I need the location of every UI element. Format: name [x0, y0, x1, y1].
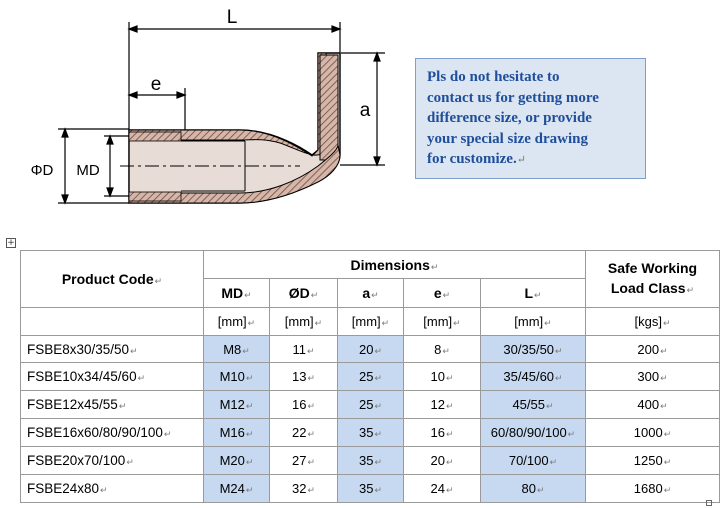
- table-body: FSBE8x30/35/50↵M8↵11↵20↵8↵30/35/50↵200↵F…: [20, 335, 720, 503]
- cell-od: 32↵: [269, 474, 338, 503]
- cell-od: 22↵: [269, 418, 338, 447]
- header-od: ØD↵: [269, 278, 338, 308]
- cell-od: 11↵: [269, 335, 338, 363]
- header-md: MD↵: [203, 278, 270, 308]
- label-a: a: [360, 100, 371, 121]
- note-box: Pls do not hesitate to contact us for ge…: [415, 58, 646, 179]
- cell-product-code: FSBE8x30/35/50↵: [20, 335, 204, 363]
- note-line: your special size drawing: [427, 130, 588, 147]
- table-row: FSBE10x34/45/60↵M10↵13↵25↵10↵35/45/60↵30…: [20, 362, 720, 391]
- cell-product-code: FSBE20x70/100↵: [20, 446, 204, 475]
- table-row: FSBE24x80↵M24↵32↵35↵24↵80↵1680↵: [20, 474, 720, 503]
- cell-l: 60/80/90/100↵: [480, 418, 586, 447]
- cell-load: 400↵: [585, 390, 720, 419]
- cell-md: M8↵: [203, 335, 270, 363]
- cell-a: 35↵: [337, 418, 404, 447]
- note-line: for customize.↵: [427, 151, 526, 167]
- dimension-od: [58, 127, 129, 205]
- cell-e: 16↵: [403, 418, 481, 447]
- label-od: ΦD: [31, 162, 54, 179]
- paragraph-mark: ↵: [516, 154, 526, 166]
- label-e: e: [151, 74, 162, 95]
- table-row: FSBE16x60/80/90/100↵M16↵22↵35↵16↵60/80/9…: [20, 418, 720, 447]
- cell-od: 16↵: [269, 390, 338, 419]
- table-row: FSBE8x30/35/50↵M8↵11↵20↵8↵30/35/50↵200↵: [20, 335, 720, 363]
- cell-e: 10↵: [403, 362, 481, 391]
- cell-e: 8↵: [403, 335, 481, 363]
- cell-e: 12↵: [403, 390, 481, 419]
- unit-spacer: [20, 307, 204, 336]
- cell-md: M10↵: [203, 362, 270, 391]
- cell-l: 80↵: [480, 474, 586, 503]
- unit-load: [kgs]↵: [585, 307, 720, 336]
- cell-md: M24↵: [203, 474, 270, 503]
- cell-md: M12↵: [203, 390, 270, 419]
- cell-l: 30/35/50↵: [480, 335, 586, 363]
- cell-md: M20↵: [203, 446, 270, 475]
- label-l: L: [227, 7, 238, 28]
- header-dimensions: Dimensions↵: [203, 250, 586, 279]
- note-line: Pls do not hesitate to: [427, 69, 560, 85]
- table-resize-handle[interactable]: [706, 500, 712, 506]
- cell-od: 27↵: [269, 446, 338, 475]
- table-row: FSBE20x70/100↵M20↵27↵35↵20↵70/100↵1250↵: [20, 446, 720, 475]
- unit-od: [mm]↵: [269, 307, 338, 336]
- header-product-code: Product Code↵: [20, 250, 204, 308]
- cell-load: 1250↵: [585, 446, 720, 475]
- cell-product-code: FSBE12x45/55↵: [20, 390, 204, 419]
- header-a: a↵: [337, 278, 404, 308]
- cell-product-code: FSBE24x80↵: [20, 474, 204, 503]
- cell-load: 1680↵: [585, 474, 720, 503]
- note-line: contact us for getting more: [427, 89, 599, 106]
- unit-e: [mm]↵: [403, 307, 481, 336]
- cell-a: 25↵: [337, 362, 404, 391]
- dimension-e: [127, 88, 187, 130]
- note-line: difference size, or provide: [427, 110, 592, 126]
- cell-e: 20↵: [403, 446, 481, 475]
- dimension-md: [104, 134, 129, 198]
- cell-load: 1000↵: [585, 418, 720, 447]
- cell-a: 35↵: [337, 446, 404, 475]
- cell-a: 35↵: [337, 474, 404, 503]
- header-e: e↵: [403, 278, 481, 308]
- cell-load: 200↵: [585, 335, 720, 363]
- cell-l: 45/55↵: [480, 390, 586, 419]
- cell-a: 25↵: [337, 390, 404, 419]
- cell-product-code: FSBE16x60/80/90/100↵: [20, 418, 204, 447]
- dimension-a: [340, 51, 385, 167]
- cell-l: 70/100↵: [480, 446, 586, 475]
- unit-a: [mm]↵: [337, 307, 404, 336]
- cell-e: 24↵: [403, 474, 481, 503]
- unit-md: [mm]↵: [203, 307, 270, 336]
- cell-md: M16↵: [203, 418, 270, 447]
- cell-product-code: FSBE10x34/45/60↵: [20, 362, 204, 391]
- unit-l: [mm]↵: [480, 307, 586, 336]
- header-l: L↵: [480, 278, 586, 308]
- table-move-handle-icon[interactable]: +: [6, 238, 16, 248]
- label-md: MD: [76, 162, 99, 179]
- technical-drawing: L e a ΦD MD: [31, 7, 385, 205]
- cell-od: 13↵: [269, 362, 338, 391]
- table-row: FSBE12x45/55↵M12↵16↵25↵12↵45/55↵400↵: [20, 390, 720, 419]
- cell-a: 20↵: [337, 335, 404, 363]
- cell-load: 300↵: [585, 362, 720, 391]
- cell-l: 35/45/60↵: [480, 362, 586, 391]
